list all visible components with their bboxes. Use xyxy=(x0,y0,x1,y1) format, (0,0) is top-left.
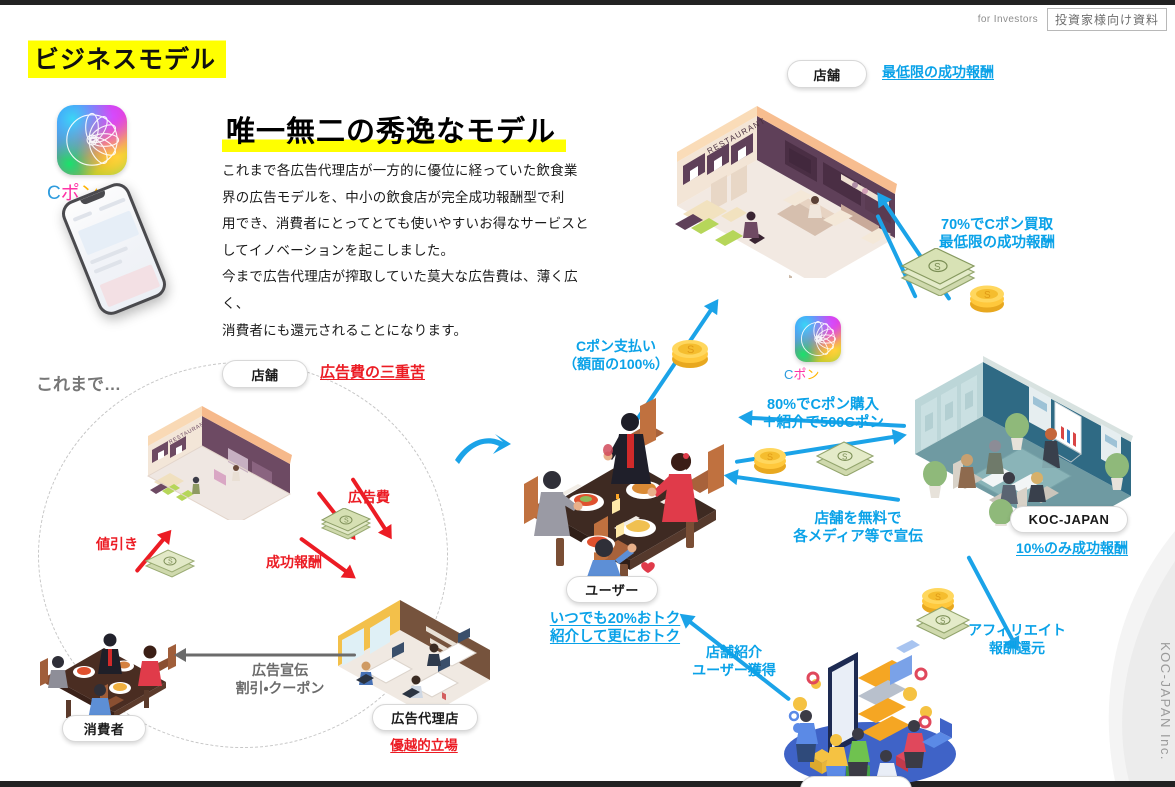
purchase-money: S xyxy=(812,438,878,477)
svg-text:S: S xyxy=(940,617,945,626)
new-user-pill: ユーザー xyxy=(566,576,658,603)
page-title: ビジネスモデル xyxy=(28,39,227,78)
lead-line-5: 今まで広告代理店が搾取していた莫大な広告費は、薄く広く、 xyxy=(222,269,578,311)
watermark: KOC-JAPAN Inc. xyxy=(1158,641,1173,761)
old-agency-pill: 広告代理店 xyxy=(372,704,478,731)
mandala-icon xyxy=(66,112,120,166)
svg-text:S: S xyxy=(344,518,349,525)
old-model-intro-label: これまで… xyxy=(36,375,121,394)
discount-label: 値引き xyxy=(96,536,138,552)
lead-line-2: 界の広告モデルを、中小の飲食店が完全成功報酬型で利 xyxy=(222,189,565,205)
arrow-free-promo xyxy=(722,467,901,502)
new-shop-note: 最低限の成功報酬 xyxy=(882,64,994,80)
cpon-label-c: C xyxy=(47,183,61,204)
old-consumer-illustration xyxy=(36,604,186,722)
phone-mockup xyxy=(57,178,171,320)
new-user-note: いつでも20%おトク 紹介して更におトク xyxy=(549,611,681,646)
new-shop-pill: 店舗 xyxy=(787,60,867,88)
koc-office-illustration xyxy=(905,328,1173,526)
for-investors-label: for Investors xyxy=(977,14,1038,25)
buyback-coins: S xyxy=(963,272,1011,314)
bottom-rule xyxy=(0,781,1175,787)
discount-money-stack: S xyxy=(142,548,198,580)
cpon-payment-coins: S xyxy=(665,325,715,369)
old-money-stack: S xyxy=(318,507,374,542)
koc-japan-note: 10%のみ成功報酬 xyxy=(1016,540,1129,556)
affiliate-label: アフィリエイト 報酬還元 xyxy=(968,622,1066,656)
shop-intro-label: 店舗紹介 ユーザー獲得 xyxy=(692,644,776,678)
phone-body xyxy=(57,178,171,320)
cpon-app-icon-center xyxy=(795,316,841,362)
header: for Investors 投資家様向け資料 xyxy=(978,8,1167,31)
new-user-dining-illustration xyxy=(520,398,730,580)
svg-text:S: S xyxy=(984,290,991,301)
affiliate-money: S xyxy=(912,604,974,640)
sns-illustration xyxy=(762,638,978,787)
koc-japan-pill: KOC-JAPAN xyxy=(1010,506,1128,533)
old-consumer-pill: 消費者 xyxy=(62,715,146,742)
investor-doc-badge: 投資家様向け資料 xyxy=(1046,8,1167,31)
old-restaurant-illustration: RESTAURANT xyxy=(140,398,355,520)
old-agency-note: 優越的立場 xyxy=(390,738,458,753)
svg-text:S: S xyxy=(767,452,773,462)
cpon-center-n: ン xyxy=(806,367,820,382)
headline: 唯一無二の秀逸なモデル xyxy=(222,108,567,152)
lead-text: これまで各広告代理店が一方的に優位に経っていた飲食業 界の広告モデルを、中小の飲… xyxy=(222,158,594,344)
cpon-icon-tile xyxy=(57,105,127,175)
old-shop-note: 広告費の三重苦 xyxy=(320,364,426,381)
lead-line-4: してイノベーションを起こしました。 xyxy=(222,242,455,258)
cpon-payment-label: Cポン支払い （額面の100%） xyxy=(563,338,669,372)
sns-bottom-pill xyxy=(800,776,912,787)
success-fee-label: 成功報酬 xyxy=(266,554,322,570)
lead-line-3: 用でき、消費者にとってとても使いやすいお得なサービスと xyxy=(222,216,589,232)
lead-line-1: これまで各広告代理店が一方的に優位に経っていた飲食業 xyxy=(222,163,578,178)
free-promo-label: 店舗を無料で 各メディア等で宣伝 xyxy=(793,511,923,546)
buyback-label: 70%でCポン買取 最低限の成功報酬 xyxy=(939,217,1055,252)
cpon-center-c: C xyxy=(784,367,794,382)
purchase-coins: S xyxy=(748,437,792,475)
affiliate-coins: S xyxy=(916,578,960,616)
phone-screen xyxy=(61,182,167,316)
top-rule xyxy=(0,0,1175,5)
svg-text:S: S xyxy=(934,262,941,273)
old-shop-pill: 店舗 xyxy=(222,360,308,388)
ad-cost-label: 広告費 xyxy=(348,489,390,505)
svg-text:S: S xyxy=(935,592,941,602)
cpon-icon-tile-center xyxy=(795,316,841,362)
mandala-icon-center xyxy=(800,321,836,357)
cpon-center-po: ポ xyxy=(793,367,807,382)
old-agency-illustration xyxy=(330,588,508,710)
transition-arrow xyxy=(455,432,511,466)
promo-label: 広告宣伝 割引・クーポン xyxy=(235,662,325,696)
cpon-app-label-center: Cポン xyxy=(784,364,852,383)
svg-text:S: S xyxy=(842,453,847,462)
svg-text:S: S xyxy=(687,344,694,356)
cpon-purchase-label: 80%でCポン購入 ＋紹介で500Cポン xyxy=(762,397,884,432)
lead-line-6: 消費者にも還元されることになります。 xyxy=(222,322,468,338)
cpon-app-icon xyxy=(57,105,127,175)
buyback-money: S xyxy=(896,247,980,297)
new-restaurant-illustration: RESTAURANT xyxy=(665,88,955,278)
svg-text:S: S xyxy=(168,559,173,566)
